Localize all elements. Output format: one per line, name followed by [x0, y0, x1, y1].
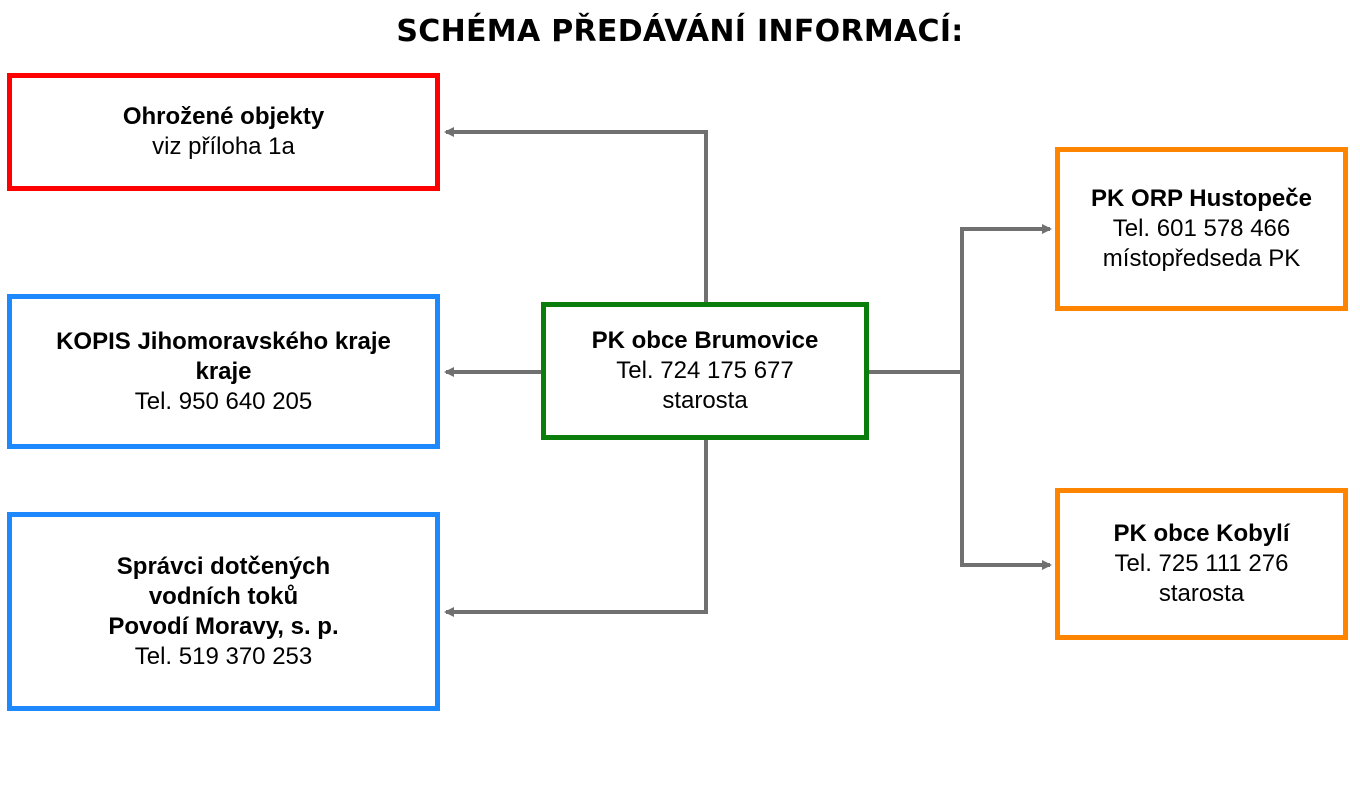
diagram-title: SCHÉMA PŘEDÁVÁNÍ INFORMACÍ: [396, 14, 964, 49]
kobyli-phone: Tel. 725 111 276 [1114, 550, 1289, 577]
orp-phone: Tel. 601 578 466 [1112, 215, 1291, 242]
threatened-objects-name: Ohrožené objekty [122, 103, 325, 130]
kopis-name-line1: KOPIS Jihomoravského kraje [56, 327, 391, 355]
kopis-phone: Tel. 950 640 205 [134, 387, 313, 415]
brumovice-center-box: PK obce Brumovice Tel. 724 175 677 staro… [541, 302, 869, 440]
arrow-to-threatened [444, 127, 708, 303]
water-managers-box: Správci dotčených vodních toků Povodí Mo… [7, 512, 440, 711]
orp-name: PK ORP Hustopeče [1091, 185, 1312, 212]
brumovice-phone: Tel. 724 175 677 [616, 357, 794, 384]
water-managers-line2: vodních toků [148, 582, 299, 610]
brumovice-name: PK obce Brumovice [591, 327, 819, 354]
water-managers-line1: Správci dotčených [116, 552, 331, 580]
kobyli-role: starosta [1158, 580, 1245, 607]
threatened-objects-box: Ohrožené objekty viz příloha 1a [7, 73, 440, 191]
orp-hustopece-box: PK ORP Hustopeče Tel. 601 578 466 místop… [1055, 147, 1348, 311]
orp-role: místopředseda PK [1102, 245, 1301, 272]
threatened-objects-detail: viz příloha 1a [152, 133, 295, 160]
water-managers-line3: Povodí Moravy, s. p. [108, 612, 339, 640]
arrow-to-water [444, 438, 708, 617]
kopis-box: KOPIS Jihomoravského kraje kraje Tel. 95… [7, 294, 440, 449]
arrow-to-kobyli [960, 372, 1052, 570]
kopis-name-line2: kraje [195, 357, 252, 385]
arrow-to-orp [960, 224, 1052, 565]
brumovice-role: starosta [662, 387, 748, 414]
kobyli-box: PK obce Kobylí Tel. 725 111 276 starosta [1055, 488, 1348, 640]
kobyli-name: PK obce Kobylí [1113, 520, 1290, 547]
water-managers-phone: Tel. 519 370 253 [134, 642, 313, 670]
